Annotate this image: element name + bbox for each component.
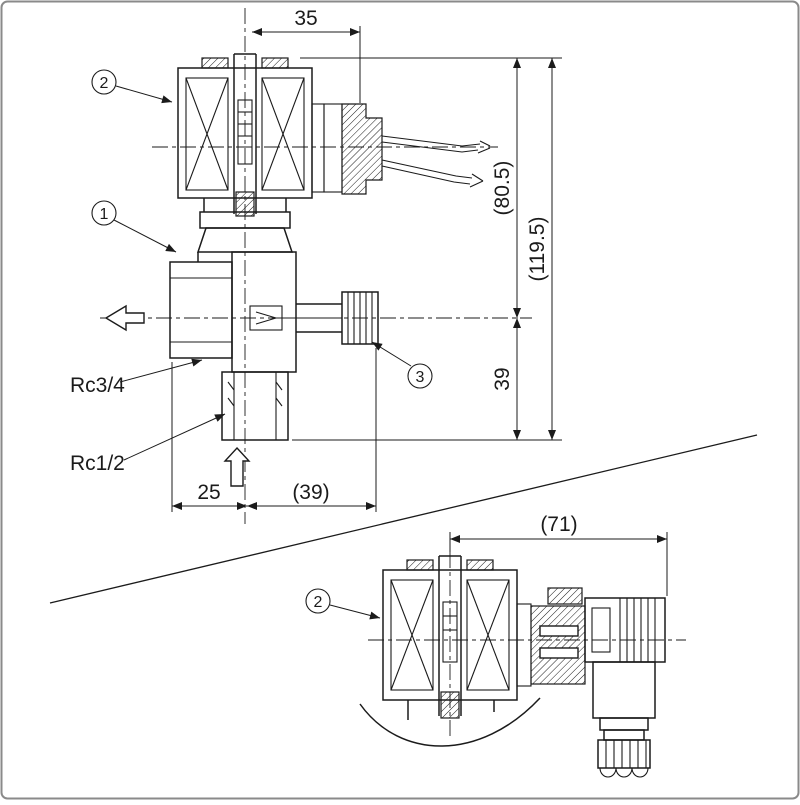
- terminal-block: [341, 103, 383, 195]
- connector-terminal-block: [530, 605, 586, 685]
- callouts-main: 2 1 3: [91, 69, 433, 389]
- dim-bottom-left-width: 25: [197, 481, 220, 504]
- cable-gland-nut: [597, 739, 651, 769]
- gland-scallops: [599, 767, 649, 778]
- terminal-contact-2: [539, 647, 579, 659]
- dim-port-height: 39: [491, 367, 514, 390]
- manual-override: [296, 291, 379, 345]
- bottom-port-thread-label: Rc1/2: [70, 452, 125, 475]
- callout-1-label: 1: [100, 206, 109, 223]
- plunger: [237, 99, 253, 165]
- callout-1-balloon: [91, 200, 117, 226]
- lead-wire-1: [381, 135, 481, 147]
- coil-side-tab-right: [466, 559, 494, 571]
- port-labels: Rc3/4 Rc1/2: [70, 358, 226, 475]
- coil-winding-right: [261, 77, 305, 191]
- plunger-side: [442, 601, 458, 663]
- solenoid-coil-side: [359, 555, 541, 747]
- callouts-side: 2: [305, 588, 381, 620]
- flow-arrows: [104, 304, 251, 487]
- flow-out-arrow-icon: [104, 304, 145, 332]
- callout-2-side-label: 2: [314, 594, 323, 611]
- armature-core: [235, 191, 255, 217]
- callout-2-label: 2: [100, 75, 109, 92]
- valve-body: [169, 211, 342, 441]
- bottom-port: [221, 371, 289, 441]
- din-connector: [516, 587, 666, 778]
- coil-top-tab-right: [261, 57, 289, 69]
- view-separator-line: [49, 434, 758, 604]
- body-break-curve: [359, 697, 541, 747]
- terminal-contact-1: [539, 625, 579, 637]
- dim-total-height: (119.5): [526, 217, 549, 282]
- armature-core-side: [440, 691, 460, 719]
- lead-wire-2: [381, 159, 473, 179]
- coil-winding-left: [185, 77, 229, 191]
- main-view: 35 (80.5) 39 (119.5) 25 (39) 2: [70, 7, 562, 524]
- callout-2-side-balloon: [305, 588, 331, 614]
- side-view: (71) 2: [305, 513, 686, 778]
- coil-side-tab-left: [406, 559, 434, 571]
- coil-side-winding-left: [390, 579, 434, 691]
- dim-top-width: 35: [294, 7, 317, 30]
- side-port-thread-label: Rc3/4: [70, 374, 125, 397]
- dim-side-width: (71): [540, 513, 577, 536]
- coil-top-tab-left: [201, 57, 229, 69]
- callout-2-balloon: [91, 69, 117, 95]
- connector-screw-cap: [547, 587, 583, 605]
- dimensions-main: 35 (80.5) 39 (119.5) 25 (39): [171, 7, 562, 512]
- lead-wires: [311, 103, 491, 195]
- solenoid-coil: [177, 53, 313, 217]
- callout-3-balloon: [407, 363, 433, 389]
- coil-side-winding-right: [466, 579, 510, 691]
- dim-bottom-right-width: (39): [292, 481, 329, 504]
- dim-coil-height: (80.5): [491, 161, 514, 216]
- callout-3-label: 3: [416, 369, 425, 386]
- flow-in-arrow-icon: [223, 446, 251, 487]
- dimensions-side: (71): [449, 513, 668, 596]
